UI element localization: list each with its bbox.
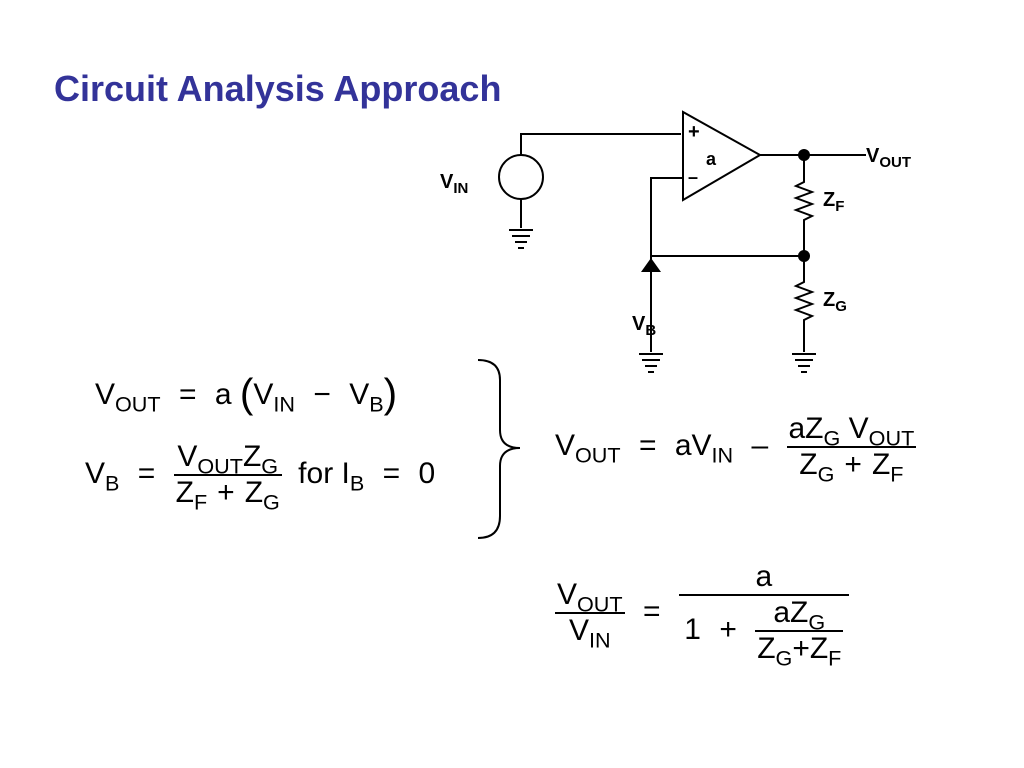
- equation-vb-def: VB = VOUTZG ZF+ZG for IB = 0: [85, 440, 436, 515]
- voltage-source-icon: [498, 154, 544, 200]
- ground-icon: [792, 353, 816, 373]
- vin-label: VIN: [440, 171, 468, 197]
- gain-inner-fraction: aZG ZG+ZF: [755, 596, 844, 671]
- zf-label: ZF: [823, 189, 844, 215]
- gain-lhs-fraction: VOUT VIN: [555, 578, 625, 653]
- opamp-gain-label: a: [706, 149, 717, 169]
- vout-fraction: aZG VOUT ZG+ZF: [786, 412, 917, 487]
- vb-label: VB: [632, 313, 656, 339]
- opamp-triangle-icon: [682, 110, 763, 202]
- vb-arrow-icon: [641, 258, 661, 272]
- zg-label: ZG: [823, 289, 847, 315]
- vout-label: VOUT: [866, 145, 911, 171]
- equation-gain: VOUT VIN = a 1 + aZG ZG+ZF: [555, 560, 849, 671]
- ground-icon: [509, 229, 533, 249]
- zf-resistor-icon: [793, 155, 815, 256]
- output-node-icon: [798, 149, 810, 161]
- feedback-node-icon: [798, 250, 810, 262]
- gain-rhs-fraction: a 1 + aZG ZG+ZF: [678, 560, 849, 671]
- source-top-wire: [520, 133, 681, 155]
- opamp-minus-label: –: [688, 167, 698, 187]
- equation-vout-combined: VOUT = aVIN – aZG VOUT ZG+ZF: [555, 412, 917, 487]
- minus-input-wire: [650, 177, 683, 305]
- opamp-plus-label: +: [688, 121, 700, 143]
- vb-fraction: VOUTZG ZF+ZG: [173, 440, 282, 515]
- zg-resistor-icon: [793, 256, 815, 352]
- slide-title: Circuit Analysis Approach: [54, 68, 502, 109]
- brace-icon: [477, 359, 521, 539]
- ground-icon: [639, 353, 663, 373]
- equation-vout-def: VOUT = a (VIN − VB): [95, 370, 398, 417]
